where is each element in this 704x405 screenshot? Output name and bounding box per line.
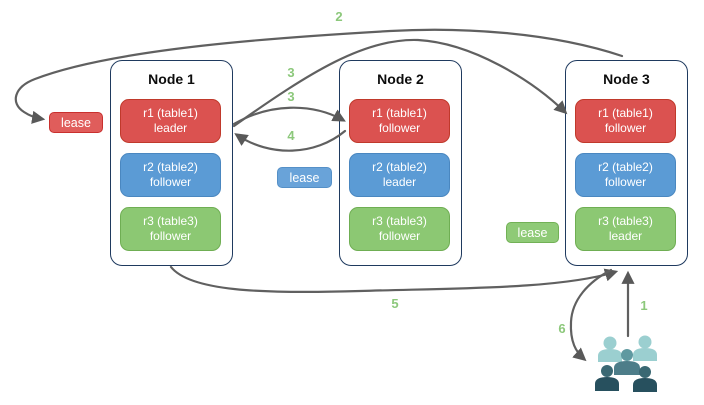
range-r3-node1: r3 (table3) follower xyxy=(120,207,221,251)
range-r1-node1: r1 (table1) leader xyxy=(120,99,221,143)
range-role: follower xyxy=(378,121,421,135)
range-label: r1 (table1) xyxy=(372,106,427,120)
lease-badge-red: lease xyxy=(49,112,103,133)
person-icon xyxy=(614,349,640,375)
range-r3-node2: r3 (table3) follower xyxy=(349,207,450,251)
range-label: r1 (table1) xyxy=(143,106,198,120)
range-role: follower xyxy=(149,175,192,189)
step-label-1: 1 xyxy=(640,298,648,313)
node-3: Node 3 r1 (table1) follower r2 (table2) … xyxy=(565,60,688,266)
range-label: r3 (table3) xyxy=(372,214,427,228)
node-title: Node 2 xyxy=(377,71,424,87)
arrow-step-6 xyxy=(569,268,613,362)
step-label-3a: 3 xyxy=(287,65,295,80)
range-r2-node2: r2 (table2) leader xyxy=(349,153,450,197)
range-label: r2 (table2) xyxy=(143,160,198,174)
arrow-step-3-to-node2 xyxy=(232,106,346,126)
range-r2-node1: r2 (table2) follower xyxy=(120,153,221,197)
range-label: r1 (table1) xyxy=(598,106,653,120)
person-icon xyxy=(633,335,657,361)
step-label-6: 6 xyxy=(558,321,566,336)
range-label: r3 (table3) xyxy=(598,214,653,228)
range-r1-node2: r1 (table1) follower xyxy=(349,99,450,143)
person-icon xyxy=(598,336,622,362)
range-role: follower xyxy=(604,121,647,135)
person-icon xyxy=(595,365,619,391)
range-role: follower xyxy=(378,229,421,243)
node-title: Node 3 xyxy=(603,71,650,87)
node-2: Node 2 r1 (table1) follower r2 (table2) … xyxy=(339,60,462,266)
range-role: follower xyxy=(604,175,647,189)
range-role: leader xyxy=(153,121,188,135)
lease-badge-green: lease xyxy=(506,222,559,243)
range-role: leader xyxy=(608,229,643,243)
arrow-step-5 xyxy=(169,265,619,294)
arrow-step-2 xyxy=(14,28,624,124)
range-r3-node3: r3 (table3) leader xyxy=(575,207,676,251)
range-r1-node3: r1 (table1) follower xyxy=(575,99,676,143)
users-group-icon xyxy=(595,335,657,392)
node-title: Node 1 xyxy=(148,71,195,87)
step-label-2: 2 xyxy=(335,9,343,24)
step-label-4: 4 xyxy=(287,128,295,143)
range-label: r2 (table2) xyxy=(598,160,653,174)
range-r2-node3: r2 (table2) follower xyxy=(575,153,676,197)
step-label-5: 5 xyxy=(391,296,399,311)
node-1: Node 1 r1 (table1) leader r2 (table2) fo… xyxy=(110,60,233,266)
step-label-3b: 3 xyxy=(287,89,295,104)
range-role: leader xyxy=(382,175,417,189)
lease-badge-blue: lease xyxy=(277,167,332,188)
range-label: r3 (table3) xyxy=(143,214,198,228)
range-label: r2 (table2) xyxy=(372,160,427,174)
person-icon xyxy=(633,366,657,392)
range-role: follower xyxy=(149,229,192,243)
